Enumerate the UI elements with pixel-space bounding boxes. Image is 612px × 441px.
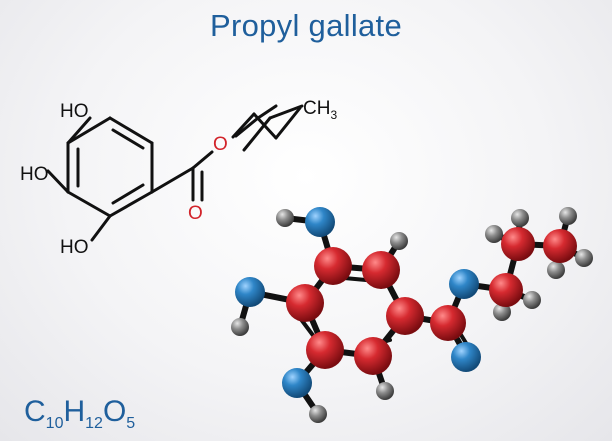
oxygen-atom: [305, 207, 335, 237]
label-ho-bottom: HO: [60, 237, 89, 258]
skeletal-formula: [46, 104, 304, 242]
label-carbonyl-oxygen: O: [188, 203, 203, 224]
hydrogen-atom: [547, 261, 565, 279]
oxygen-atom: [235, 277, 265, 307]
carbon-atom: [314, 247, 352, 285]
carbon-atom: [362, 251, 400, 289]
hydrogen-atom: [575, 249, 593, 267]
page-title: Propyl gallate: [209, 8, 403, 43]
label-methyl: CH3: [303, 98, 337, 122]
ball-and-stick-model: [231, 207, 593, 423]
bond-o-ch2: [234, 116, 260, 138]
hydrogen-atom: [231, 318, 249, 336]
oxygen-atom: [282, 368, 312, 398]
benzene-ring-bonds: [66, 116, 154, 218]
hydrogen-atom: [309, 405, 327, 423]
hydrogen-atom: [511, 209, 529, 227]
carbon-atom: [543, 229, 577, 263]
bond-oh-bottom: [90, 214, 112, 242]
hydrogen-atom: [559, 207, 577, 225]
oxygen-atom: [449, 269, 479, 299]
carbon-atom: [489, 273, 523, 307]
carbon-atom: [430, 305, 466, 341]
oxygen-atom: [451, 342, 481, 372]
hydrogen-atom: [276, 209, 294, 227]
carbon-atom: [306, 331, 344, 369]
hydrogen-atom: [485, 225, 503, 243]
carbon-atom: [501, 227, 535, 261]
bond-ring-carbonyl: [150, 166, 195, 194]
carbon-atom: [286, 284, 324, 322]
hydrogen-atom: [493, 303, 511, 321]
propyl-chain-bonds: [231, 106, 302, 140]
hydrogen-atom: [523, 291, 541, 309]
label-ho-middle: HO: [20, 164, 49, 185]
bond-c-o-ester: [191, 150, 214, 170]
carbon-atom: [386, 297, 424, 335]
bond-oh-top: [66, 116, 92, 145]
hydrogen-atom: [376, 382, 394, 400]
bond-oh-mid: [46, 169, 70, 194]
label-ester-oxygen: O: [213, 134, 228, 155]
hydrogen-atom: [390, 232, 408, 250]
molecular-formula: C10H12O5: [24, 395, 135, 432]
label-ho-top: HO: [60, 101, 89, 122]
carbon-atom: [354, 337, 392, 375]
